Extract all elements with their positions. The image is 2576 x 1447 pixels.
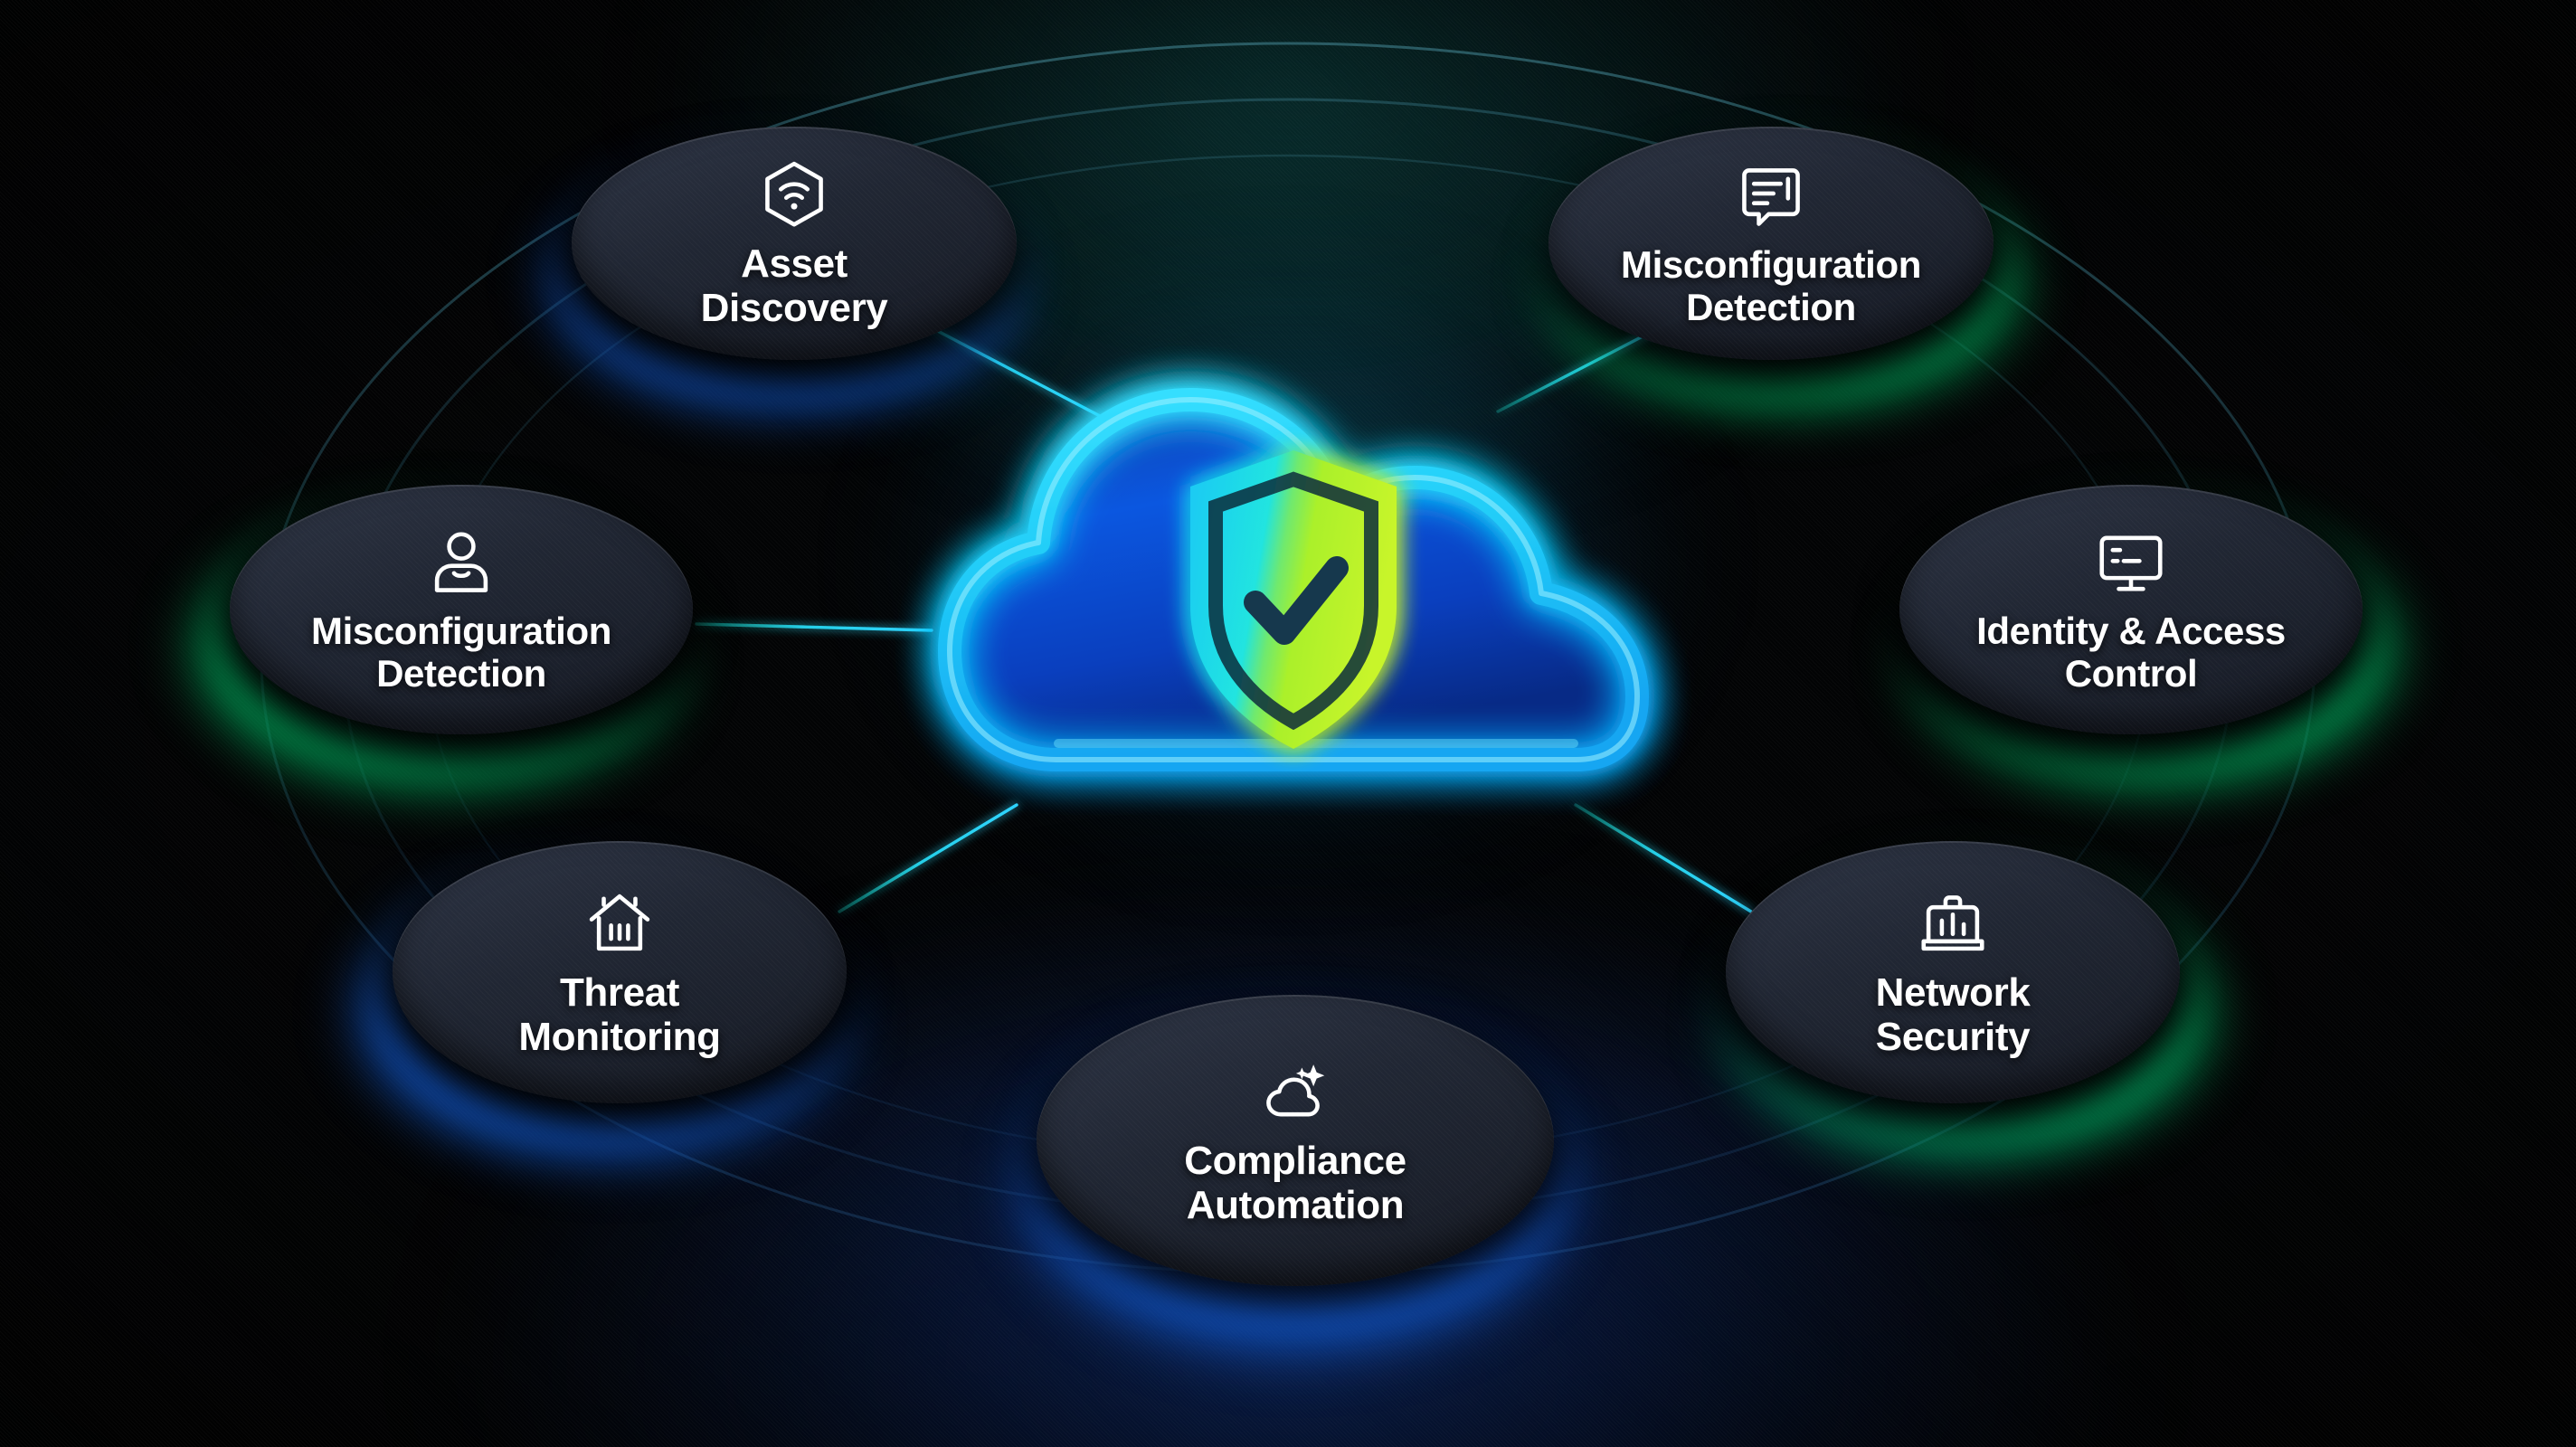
cloud-security-core — [923, 335, 1664, 823]
node-compliance-automation[interactable]: Compliance Automation — [1037, 995, 1554, 1286]
cloud-sparkle-icon — [1256, 1054, 1334, 1131]
node-misconfiguration-detection-left[interactable]: Misconfiguration Detection — [230, 485, 693, 734]
node-label-compliance-automation: Compliance Automation — [1184, 1138, 1406, 1227]
node-threat-monitoring[interactable]: Threat Monitoring — [393, 841, 847, 1103]
node-label-misconfiguration-detection-left: Misconfiguration Detection — [311, 609, 611, 695]
node-misconfiguration-detection-top[interactable]: Misconfiguration Detection — [1548, 127, 1994, 360]
node-label-threat-monitoring: Threat Monitoring — [518, 969, 721, 1059]
user-person-icon — [422, 525, 500, 602]
node-label-misconfiguration-detection-top: Misconfiguration Detection — [1621, 242, 1921, 328]
node-label-identity-access-control: Identity & Access Control — [1976, 609, 2286, 695]
node-asset-discovery[interactable]: Asset Discovery — [572, 127, 1017, 360]
node-identity-access-control[interactable]: Identity & Access Control — [1899, 485, 2363, 734]
node-label-network-security: Network Security — [1875, 969, 2031, 1059]
house-bars-icon — [581, 885, 658, 963]
node-network-security[interactable]: Network Security — [1726, 841, 2180, 1103]
cloud-shield-check-icon — [936, 386, 1651, 773]
bank-chart-icon — [1914, 885, 1992, 963]
document-card-icon — [1732, 158, 1810, 236]
monitor-terminal-icon — [2092, 525, 2170, 602]
hexagon-wifi-icon — [755, 156, 833, 234]
node-label-asset-discovery: Asset Discovery — [700, 241, 888, 330]
